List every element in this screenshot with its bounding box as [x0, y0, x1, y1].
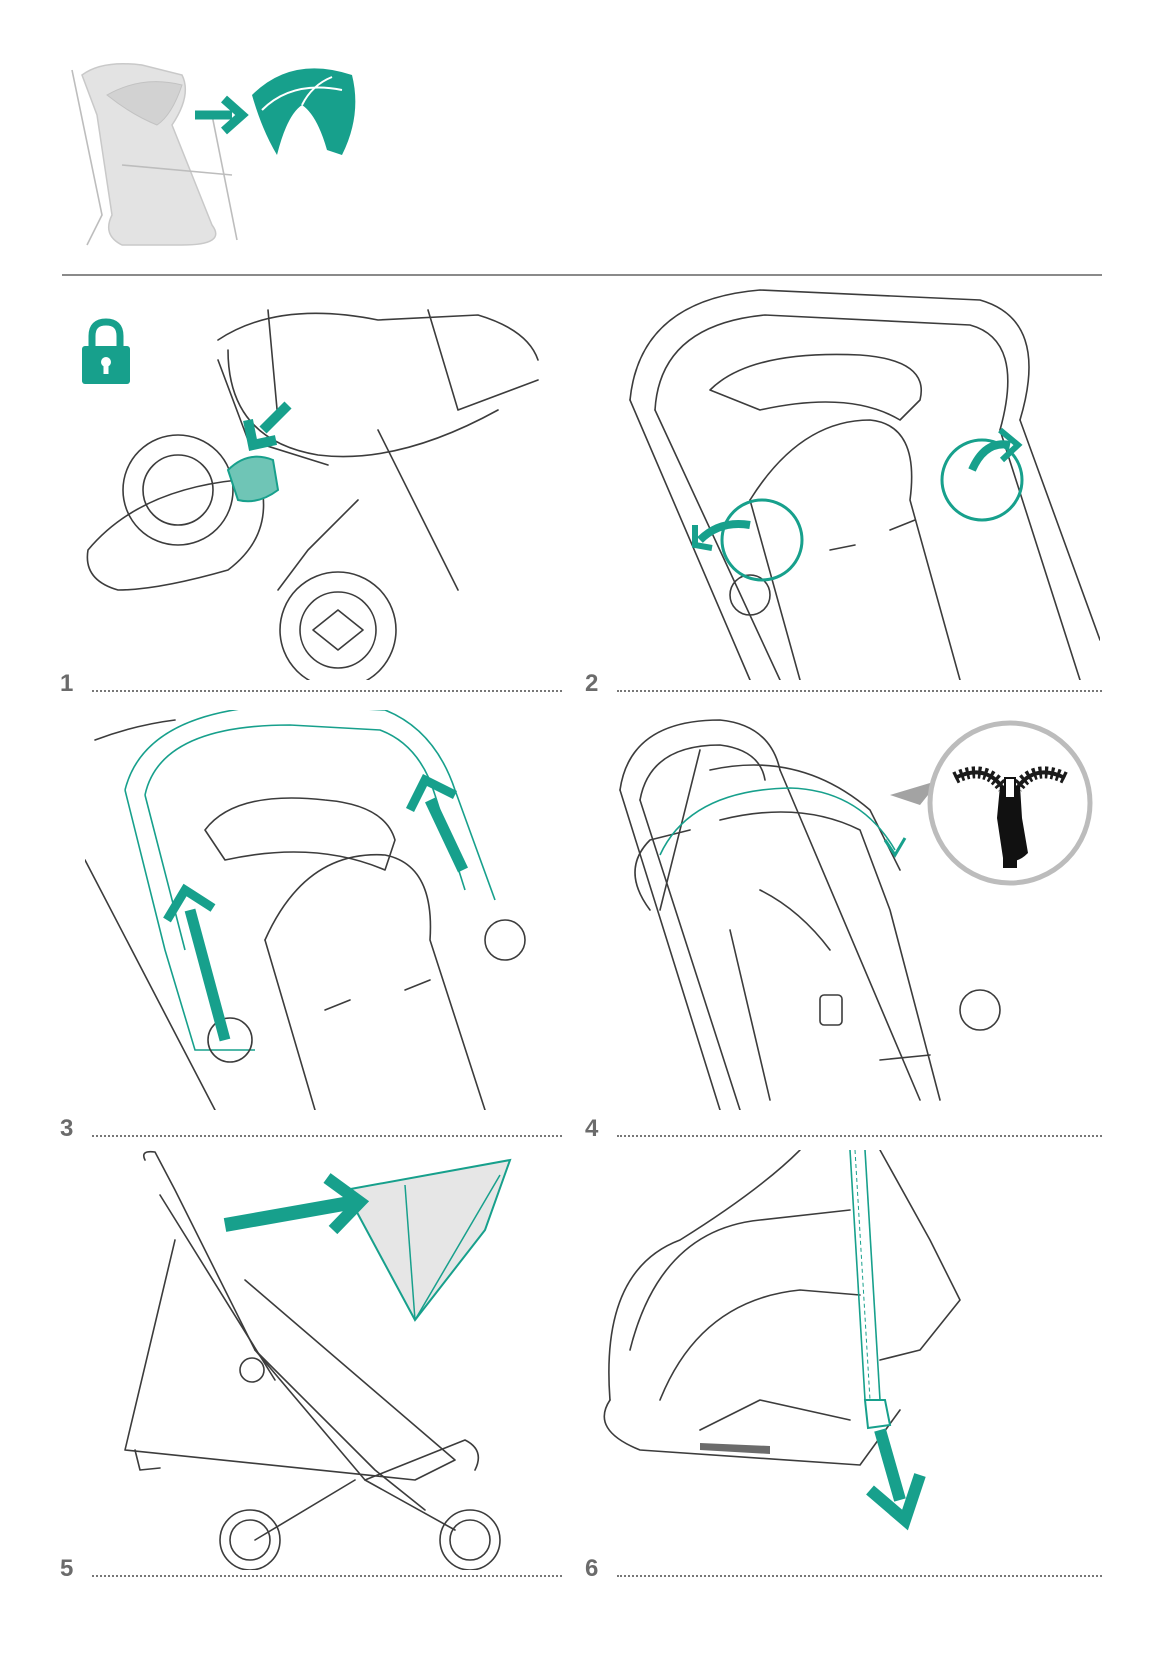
header-illustration: [71, 63, 356, 246]
step-divider: [617, 1135, 1102, 1137]
arrow-down-icon: [866, 1428, 926, 1531]
step-divider: [617, 690, 1102, 692]
step-divider: [92, 690, 562, 692]
stroller-seat-icon: [71, 63, 238, 246]
step-number: 3: [60, 1115, 74, 1142]
step-1-illustration: [86, 309, 539, 680]
arrow-up-icon: [405, 773, 468, 873]
step-number: 6: [585, 1555, 599, 1582]
header-divider: [62, 274, 1102, 276]
step-5-illustration: [124, 1150, 512, 1570]
step-3-illustration: [85, 710, 526, 1110]
step-2-illustration: [629, 289, 1100, 680]
canopy-icon: [343, 1158, 512, 1322]
canopy-icon: [252, 68, 356, 155]
arrow-right-icon: [223, 1173, 370, 1235]
zipper-detail-icon: [925, 718, 1095, 888]
step-number: 1: [60, 670, 74, 697]
arrow-down-icon: [243, 401, 292, 451]
step-number: 4: [585, 1115, 599, 1142]
arrow-right-icon: [195, 95, 249, 135]
step-divider: [617, 1575, 1102, 1577]
step-6-illustration: [603, 1150, 961, 1531]
rotate-arrow-icon: [692, 498, 804, 582]
step-number: 5: [60, 1555, 74, 1582]
rotate-arrow-icon: [940, 427, 1024, 522]
lock-icon: [80, 318, 132, 386]
step-divider: [92, 1135, 562, 1137]
step-4-illustration: [619, 719, 1001, 1110]
step-divider: [92, 1575, 562, 1577]
brake-pedal-icon: [226, 455, 280, 503]
arrow-up-icon: [163, 883, 231, 1042]
step-number: 2: [585, 670, 599, 697]
